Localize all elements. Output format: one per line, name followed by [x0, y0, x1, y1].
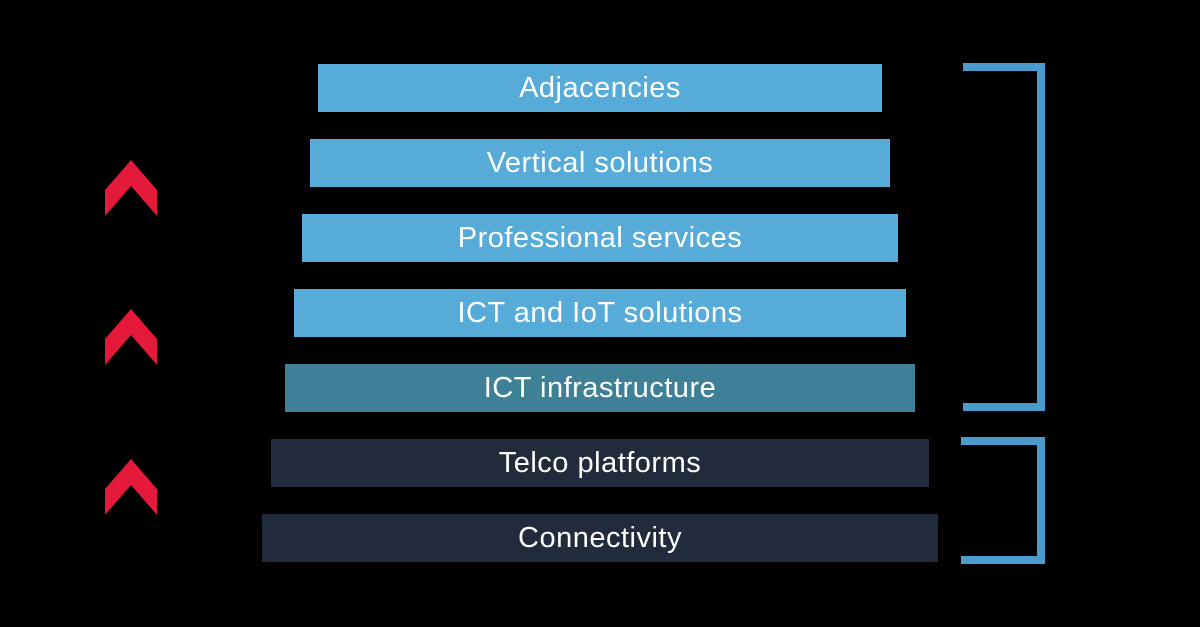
layer-bar-ict-and-iot-solutions: ICT and IoT solutions: [294, 289, 906, 337]
layer-label: Vertical solutions: [486, 146, 714, 179]
layer-label: Connectivity: [518, 521, 682, 554]
layer-bar-connectivity: Connectivity: [262, 514, 938, 562]
layer-bar-adjacencies: Adjacencies: [318, 64, 882, 112]
chevron-up-icon: [105, 459, 157, 515]
layer-label: ICT and IoT solutions: [457, 296, 743, 329]
layer-bar-telco-platforms: Telco platforms: [271, 439, 929, 487]
layer-label: ICT infrastructure: [483, 371, 717, 404]
layer-label: Professional services: [457, 221, 743, 254]
layer-label: Adjacencies: [519, 71, 681, 104]
layer-bar-professional-services: Professional services: [302, 214, 898, 262]
layer-label: Telco platforms: [498, 446, 702, 479]
chevron-up-icon: [105, 160, 157, 216]
chevron-up-icon: [105, 309, 157, 365]
layer-bar-ict-infrastructure: ICT infrastructure: [285, 364, 915, 412]
bracket-upper-group: [963, 63, 1045, 411]
bracket-lower-group: [961, 437, 1045, 564]
layer-bar-vertical-solutions: Vertical solutions: [310, 139, 890, 187]
